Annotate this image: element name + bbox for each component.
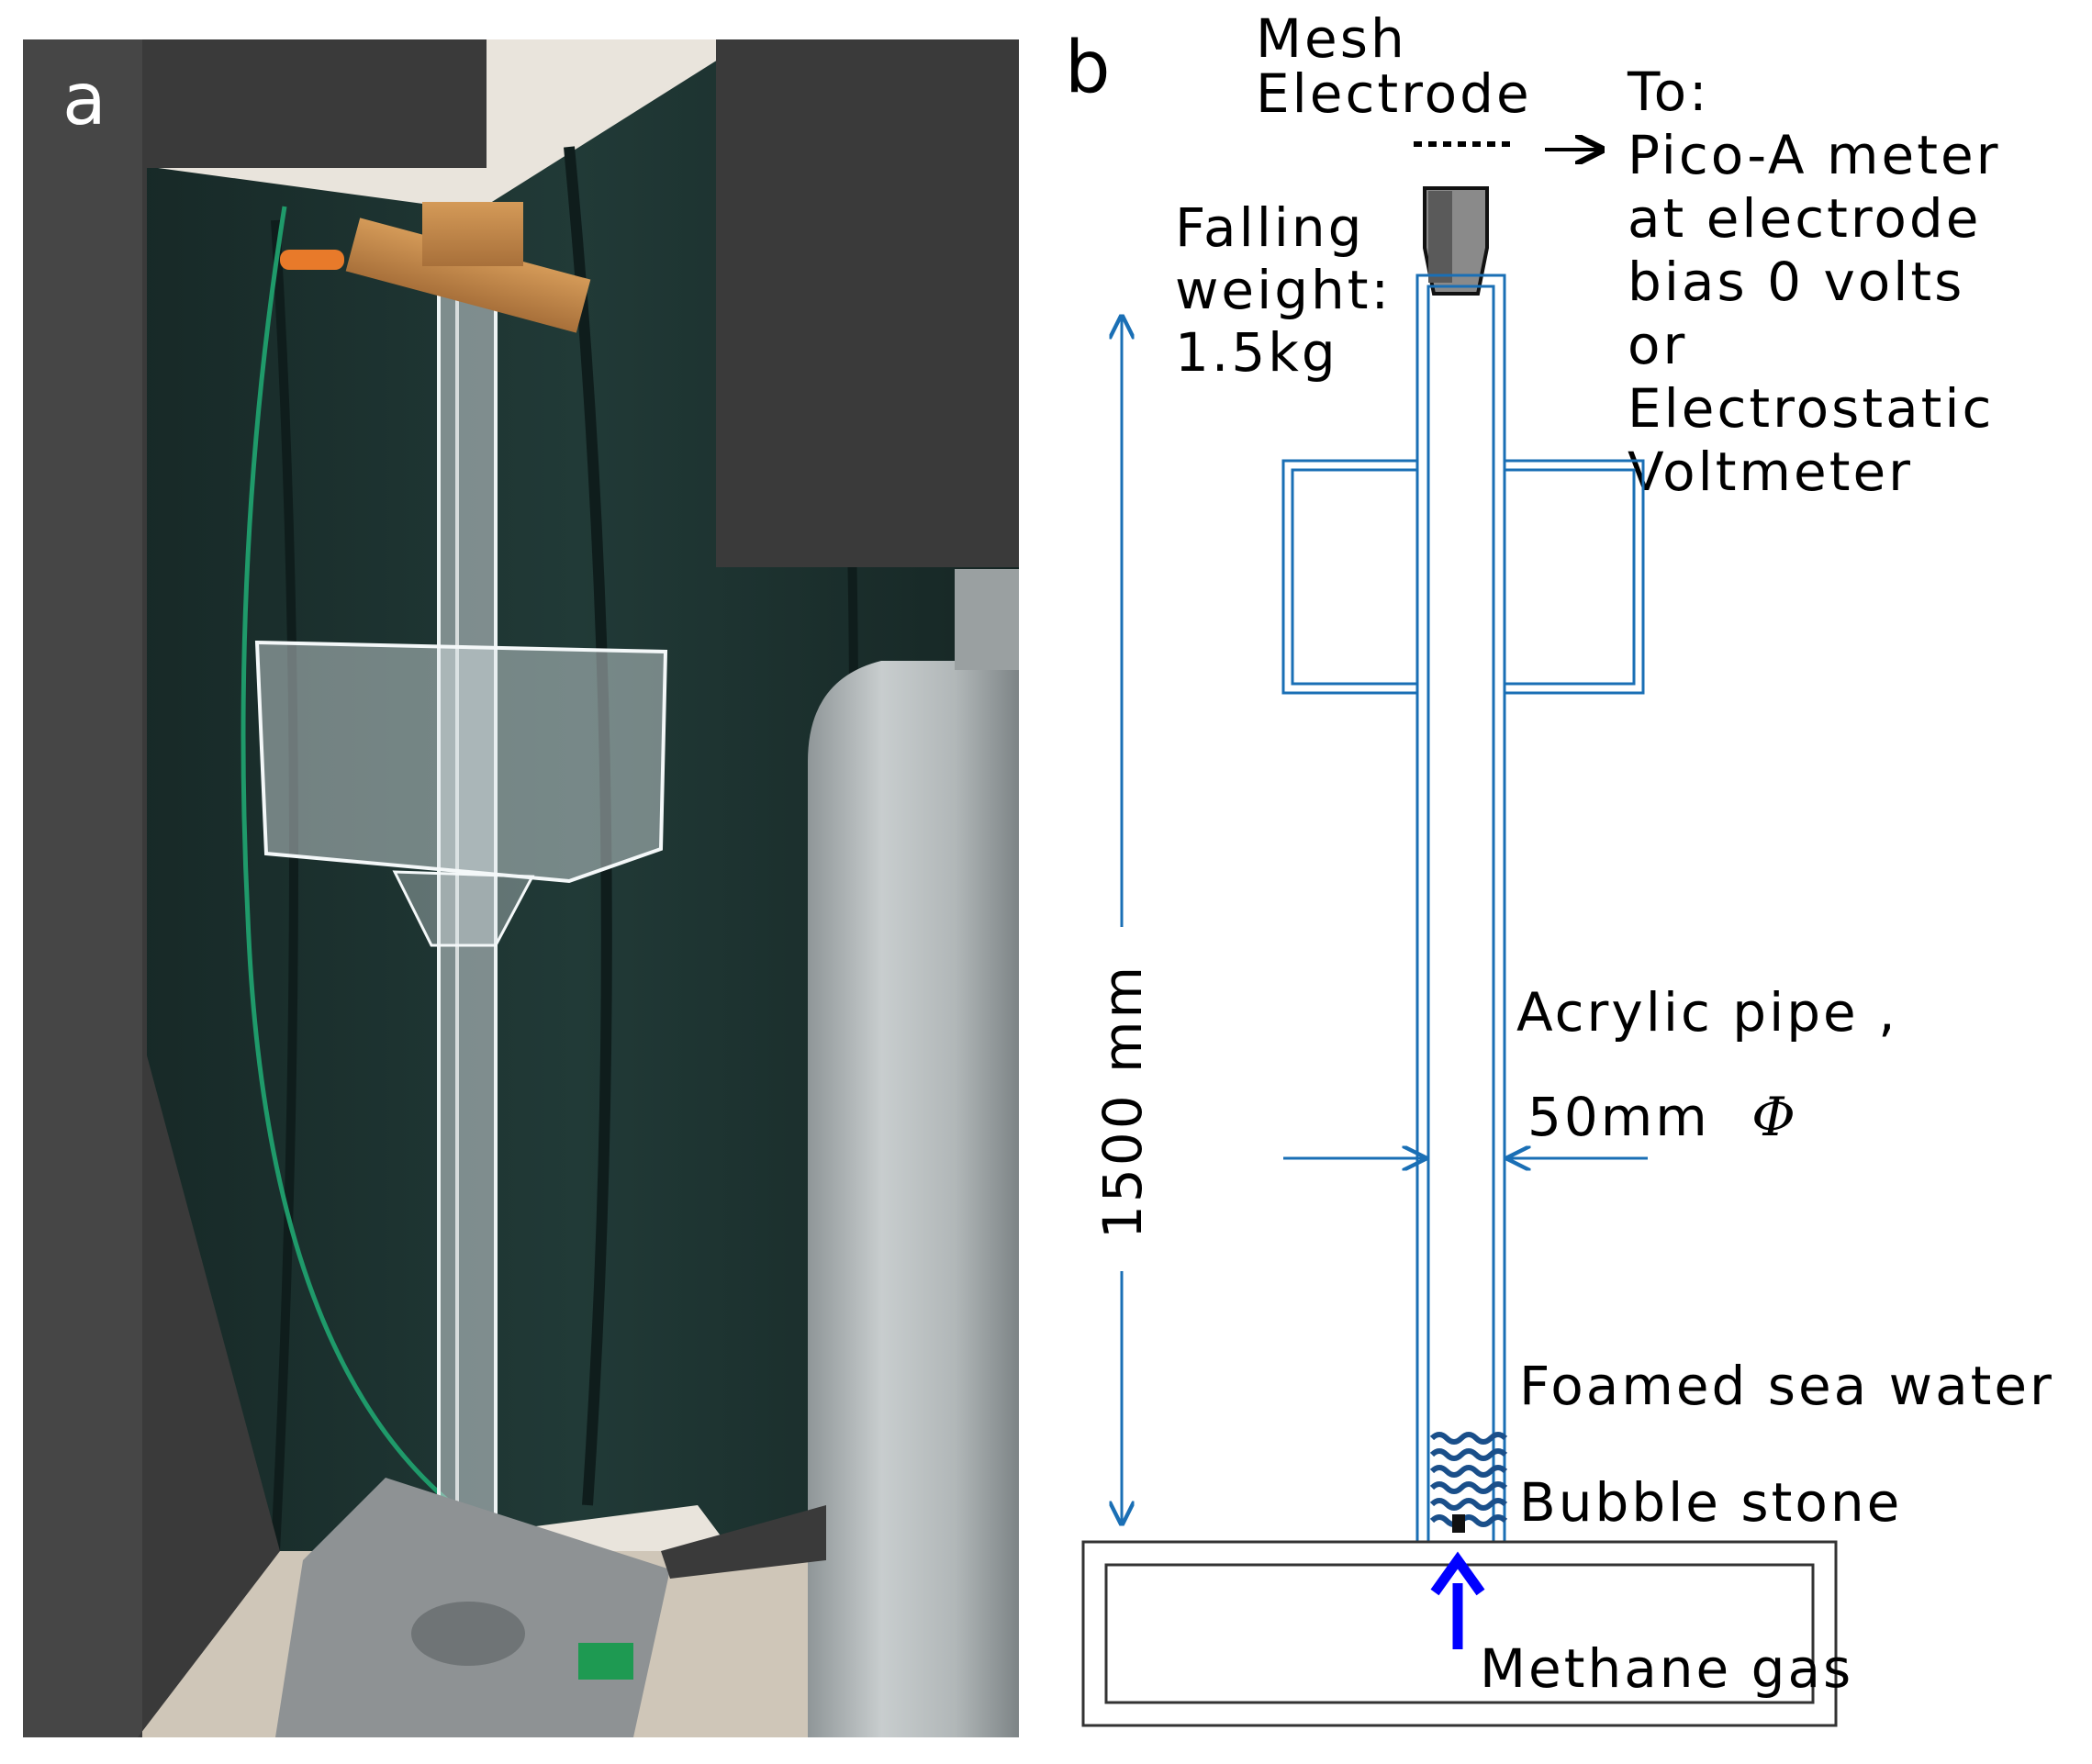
diameter-symbol: Φ <box>1751 1086 1798 1148</box>
falling-weight-line: weight: <box>1175 259 1392 321</box>
cylinder-valve <box>955 569 1019 670</box>
diameter-label: 50mm Φ <box>1527 1086 1798 1148</box>
diagram-panel: b Mesh Electrode To: Pico-A meter at ele… <box>1065 7 2054 1727</box>
green-tape <box>578 1643 633 1680</box>
meter-line: Electrostatic <box>1628 377 1994 440</box>
bubble-stone-label: Bubble stone <box>1519 1471 1902 1534</box>
falling-weight-line: Falling <box>1175 196 1365 259</box>
redaction-block <box>716 39 1019 567</box>
diameter-value: 50mm <box>1527 1086 1710 1148</box>
wooden-clamp <box>345 218 591 333</box>
falling-weight-shade <box>1428 191 1452 283</box>
panel-b-letter: b <box>1065 27 1111 109</box>
foam-waves <box>1429 1432 1508 1527</box>
redaction-block <box>23 39 142 1737</box>
meter-label: To: Pico-A meter at electrode bias 0 vol… <box>1627 61 2020 503</box>
meter-line: Pico-A meter <box>1628 124 2001 186</box>
meter-line: bias 0 volts <box>1628 251 1964 313</box>
redaction-block <box>661 1505 826 1579</box>
bubble-stone <box>1452 1514 1465 1533</box>
pipe-label: Acrylic pipe , <box>1516 981 1898 1044</box>
foam-label: Foamed sea water <box>1519 1355 2054 1417</box>
falling-weight-label: Falling weight: 1.5kg <box>1175 196 1412 384</box>
tank-funnel <box>392 870 535 947</box>
mesh-electrode-line: Electrode <box>1256 62 1532 125</box>
acrylic-tank <box>254 640 668 884</box>
meter-line: or <box>1628 314 1687 376</box>
panel-a-letter: a <box>62 59 106 141</box>
photo-panel <box>23 39 1019 1737</box>
gas-cylinder <box>808 642 1019 1737</box>
curtain-fold <box>564 146 612 1506</box>
falling-weight-line: 1.5kg <box>1175 321 1338 384</box>
mesh-electrode-line: Mesh <box>1256 7 1407 70</box>
methane-arrow-head <box>1430 1551 1485 1596</box>
acrylic-pipe-diagram <box>1415 274 1506 1544</box>
mesh-electrode-label: Mesh Electrode <box>1256 7 1532 125</box>
redaction-block <box>142 39 487 168</box>
meter-line: To: <box>1627 61 1710 123</box>
height-label: 1500 mm <box>1091 964 1154 1239</box>
meter-line: Voltmeter <box>1628 441 1913 503</box>
base-box-outer <box>1081 1540 1838 1727</box>
acrylic-pipe <box>437 209 498 1617</box>
orange-handle <box>280 250 344 270</box>
tank-diagram <box>1281 459 1645 695</box>
meter-line: at electrode <box>1628 187 1981 250</box>
pipe-base-flange <box>411 1602 525 1666</box>
wooden-block <box>422 202 523 266</box>
redaction-block <box>138 168 280 1737</box>
methane-label: Methane gas <box>1480 1637 1853 1700</box>
